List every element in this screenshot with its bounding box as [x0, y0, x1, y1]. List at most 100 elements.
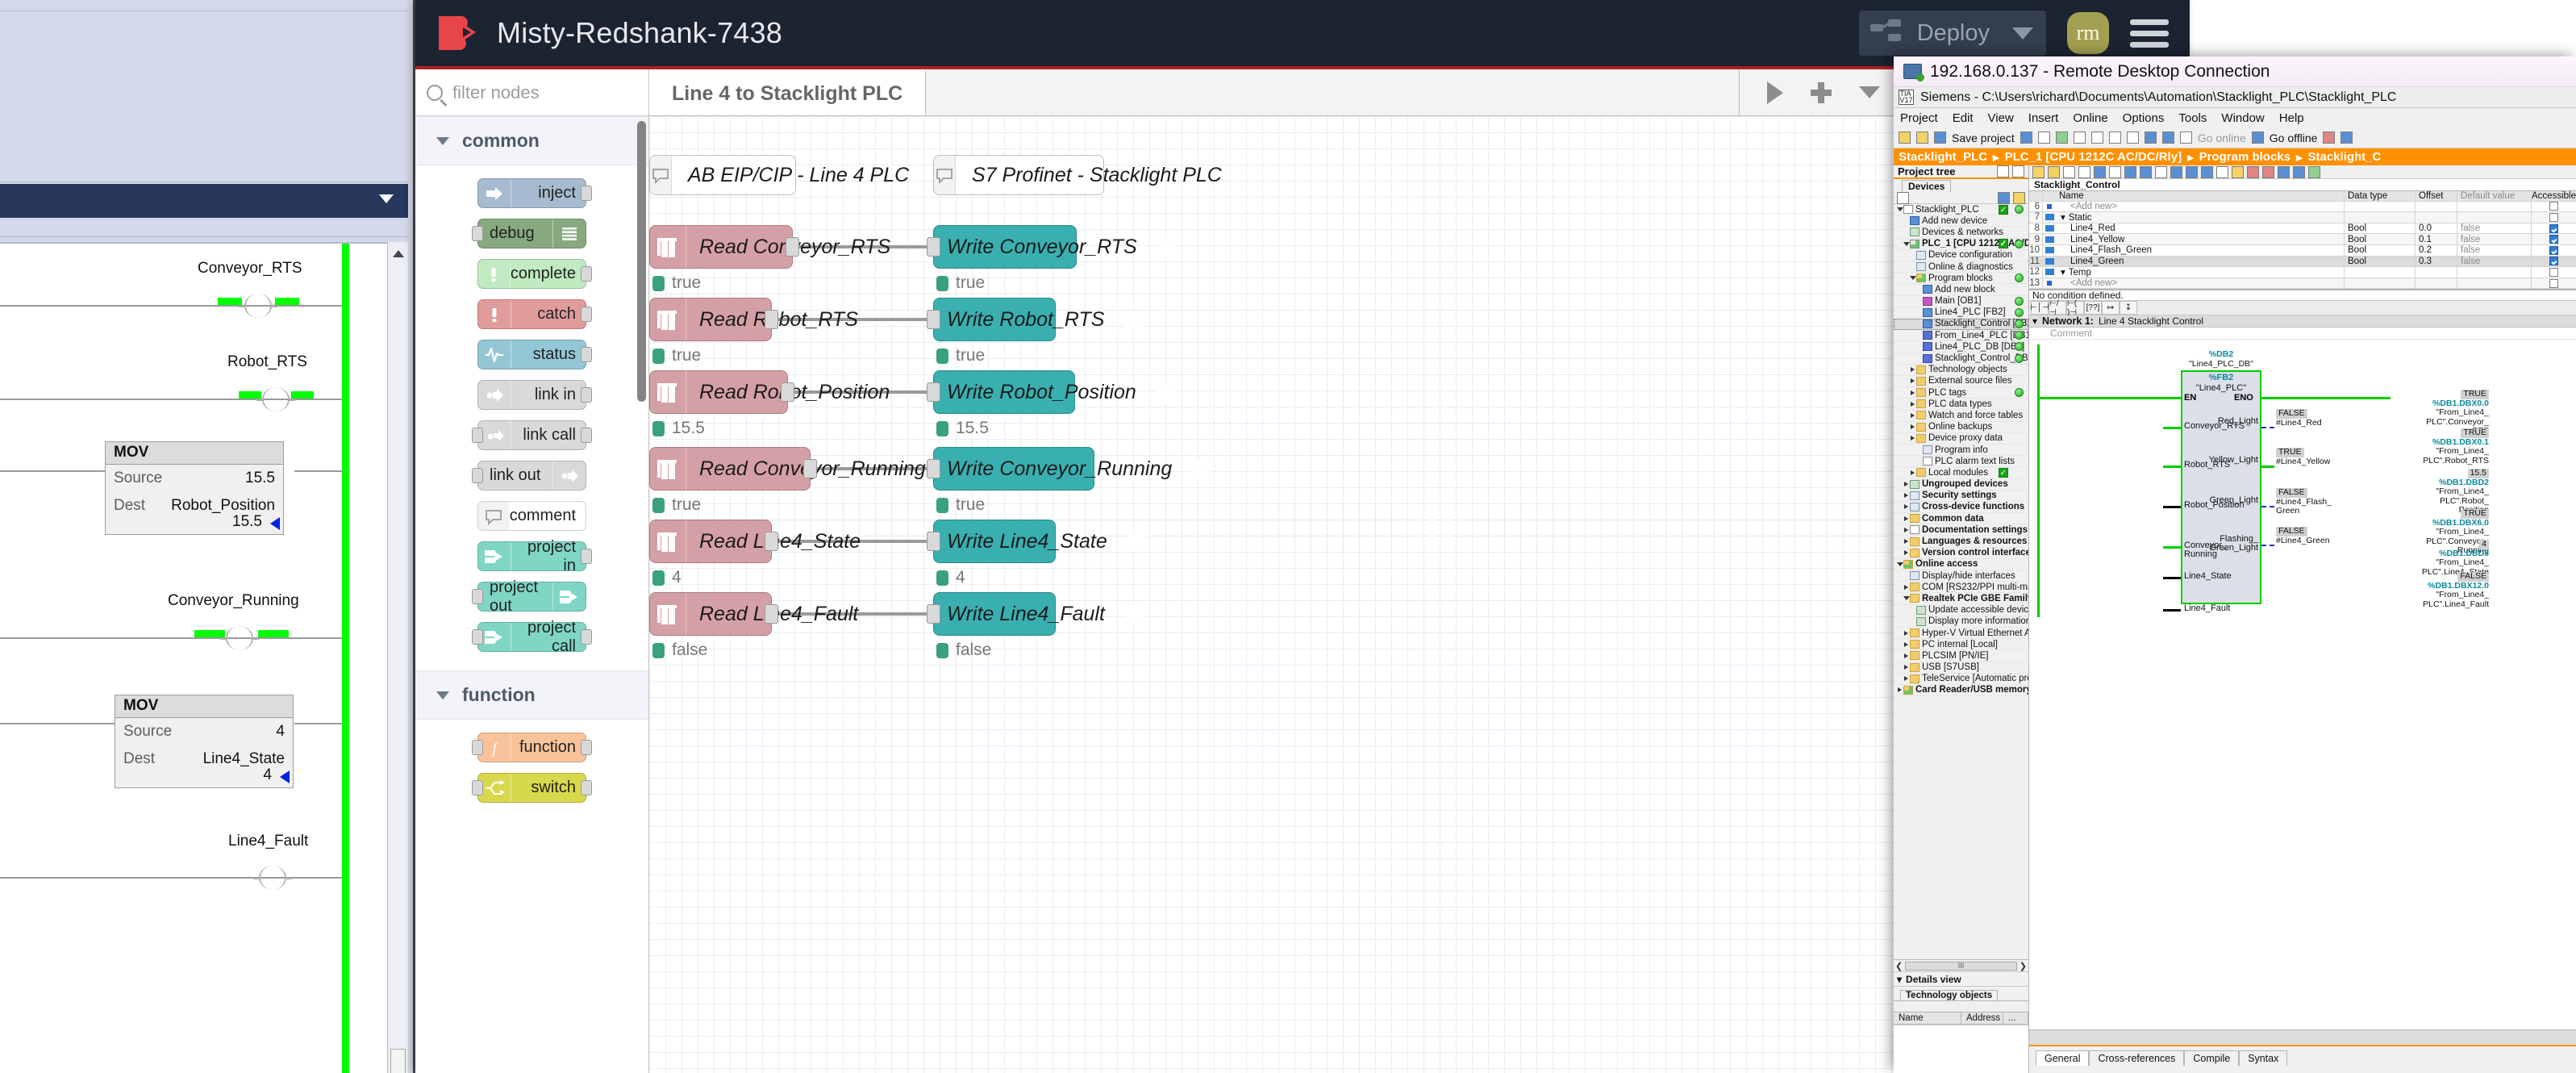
fb-output-operand[interactable]: FALSE#Line4_Green	[2276, 527, 2365, 545]
node-output-port[interactable]	[581, 266, 592, 282]
node-input-port[interactable]	[472, 629, 483, 645]
normally-closed-contact-icon[interactable]: ⊢/⊣	[2049, 299, 2066, 317]
checkbox-icon[interactable]	[2549, 267, 2558, 277]
remote-desktop-titlebar[interactable]: 192.168.0.137 - Remote Desktop Connectio…	[1894, 56, 2576, 87]
palette-node-project-in[interactable]: project in	[477, 538, 592, 574]
chevron-down-icon[interactable]: ▾	[2061, 213, 2065, 223]
breadcrumb-item[interactable]: Stacklight_C	[2307, 150, 2382, 164]
node-output-port[interactable]	[581, 740, 592, 755]
checkbox-icon[interactable]	[2549, 257, 2558, 266]
tab-devices[interactable]: Devices	[1902, 180, 1952, 192]
variable-datatype[interactable]: Bool	[2344, 256, 2415, 267]
tree-item[interactable]: Technology objects	[1894, 365, 2028, 376]
paste-icon[interactable]	[2073, 132, 2086, 144]
palette-node-project-out[interactable]: project out	[472, 578, 586, 615]
ladder-rung[interactable]: MOV Source 15.5 Dest Robot_Position 15.5	[0, 437, 408, 582]
tree-expand-arrow-icon[interactable]	[1903, 504, 1910, 510]
node-output-port[interactable]	[581, 428, 592, 443]
breadcrumb-item[interactable]: Program blocks	[2199, 150, 2290, 164]
variable-accessible[interactable]	[2531, 223, 2576, 234]
variable-datatype[interactable]: Bool	[2344, 234, 2415, 244]
comment-toggle-icon[interactable]	[2155, 165, 2167, 178]
tree-expand-arrow-icon[interactable]	[1903, 596, 1910, 601]
node-output-port[interactable]	[581, 387, 592, 403]
palette-node-link-out[interactable]: link out	[472, 461, 586, 491]
output-coil[interactable]	[256, 387, 295, 411]
split-view-icon[interactable]	[2340, 132, 2353, 144]
variable-accessible[interactable]	[2531, 256, 2576, 267]
copy-icon[interactable]	[2055, 132, 2068, 144]
flow-node-read[interactable]: Read Robot_Position	[649, 370, 890, 414]
mov-instruction[interactable]: MOV Source 15.5 Dest Robot_Position 15.5	[105, 441, 284, 535]
flow-node-write[interactable]: Write Line4_State	[927, 520, 1148, 563]
menu-online[interactable]: Online	[2073, 111, 2108, 125]
output-coil[interactable]	[253, 866, 292, 890]
palette-category-function[interactable]: function	[415, 670, 648, 720]
chevron-down-icon[interactable]	[1859, 86, 1880, 98]
variable-name[interactable]: Line4_Yellow	[2056, 235, 2344, 244]
help-icon[interactable]	[2323, 132, 2336, 144]
variable-accessible[interactable]	[2531, 212, 2576, 223]
align-icon[interactable]	[2109, 165, 2121, 178]
show-hide-icon[interactable]	[2216, 165, 2228, 178]
tree-item[interactable]: USB [S7USB]	[1894, 662, 2028, 674]
node-output-port[interactable]	[765, 532, 778, 551]
tree-expand-arrow-icon[interactable]	[1903, 630, 1910, 636]
variable-row[interactable]: 13<Add new>	[2029, 278, 2576, 290]
variable-accessible[interactable]	[2531, 234, 2576, 244]
tree-expand-arrow-icon[interactable]	[1909, 412, 1916, 418]
tree-expand-arrow-icon[interactable]	[1909, 276, 1916, 281]
scroll-up-icon[interactable]	[393, 250, 404, 257]
start-simulation-icon[interactable]	[2179, 132, 2192, 144]
output-coil[interactable]	[220, 626, 259, 650]
output-coil[interactable]	[239, 294, 277, 318]
node-input-port[interactable]	[927, 459, 940, 478]
palette-node-switch[interactable]: switch	[472, 773, 592, 803]
node-input-port[interactable]	[472, 780, 483, 795]
ladder-vertical-scrollbar[interactable]	[387, 242, 408, 1073]
ladder-rung[interactable]: Conveyor_RTS	[0, 244, 408, 340]
avatar[interactable]: rm	[2067, 12, 2109, 54]
variable-datatype[interactable]	[2344, 278, 2415, 289]
tree-item[interactable]: Add new block	[1894, 284, 2028, 296]
download-icon[interactable]	[2144, 132, 2157, 144]
pin-panel-icon[interactable]	[1997, 165, 2009, 177]
menu-tools[interactable]: Tools	[2178, 111, 2207, 125]
tree-expand-arrow-icon[interactable]	[1909, 401, 1916, 407]
save-project-label[interactable]: Save project	[1952, 131, 2015, 144]
variable-name[interactable]: ▾Static	[2056, 211, 2344, 223]
tree-item[interactable]: Stacklight_PLC✓	[1894, 204, 2028, 216]
tree-item[interactable]: Device configuration	[1894, 250, 2028, 261]
node-output-port[interactable]	[786, 237, 799, 257]
flow-comment-node[interactable]: S7 Profinet - Stacklight PLC	[933, 155, 1222, 195]
scroll-left-icon[interactable]: ❮	[1895, 961, 1903, 971]
palette-node-complete[interactable]: complete	[477, 259, 592, 289]
tree-expand-arrow-icon[interactable]	[1909, 436, 1916, 441]
step-icon[interactable]	[2293, 165, 2305, 178]
ladder-rung[interactable]: Line4_Fault	[0, 825, 408, 937]
palette-node-project-call[interactable]: project call	[472, 619, 592, 655]
node-input-port[interactable]	[927, 532, 940, 551]
insert-row-icon[interactable]	[2032, 165, 2045, 178]
network-header[interactable]: ▾ Network 1: Line 4 Stacklight Control	[2029, 315, 2576, 328]
tree-item[interactable]: Update accessible devices	[1894, 605, 2028, 616]
palette-node-link-in[interactable]: link in	[477, 380, 592, 410]
fb-input-operand[interactable]: TRUE%DB1.DBX6.0"From_Line4_ PLC".Conveyo…	[2392, 509, 2489, 556]
goto-error-icon[interactable]	[2247, 165, 2259, 178]
save-icon[interactable]	[1934, 132, 1946, 144]
variable-row[interactable]: 6<Add new>	[2029, 201, 2576, 213]
menu-help[interactable]: Help	[2278, 111, 2304, 125]
inspector-tab-compile[interactable]: Compile	[2184, 1050, 2240, 1066]
function-block[interactable]: %FB2"Line4_PLC"	[2181, 370, 2261, 605]
node-output-port[interactable]	[581, 186, 592, 201]
variable-accessible[interactable]	[2531, 267, 2576, 278]
breadcrumb-item[interactable]: PLC_1 [CPU 1212C AC/DC/Rly]	[2004, 150, 2182, 164]
flow-node-read[interactable]: Read Line4_Fault	[649, 592, 858, 636]
variable-row[interactable]: 12▾Temp	[2029, 267, 2576, 278]
variable-name[interactable]: <Add new>	[2056, 202, 2344, 211]
node-input-port[interactable]	[472, 428, 483, 443]
menu-window[interactable]: Window	[2221, 111, 2265, 125]
